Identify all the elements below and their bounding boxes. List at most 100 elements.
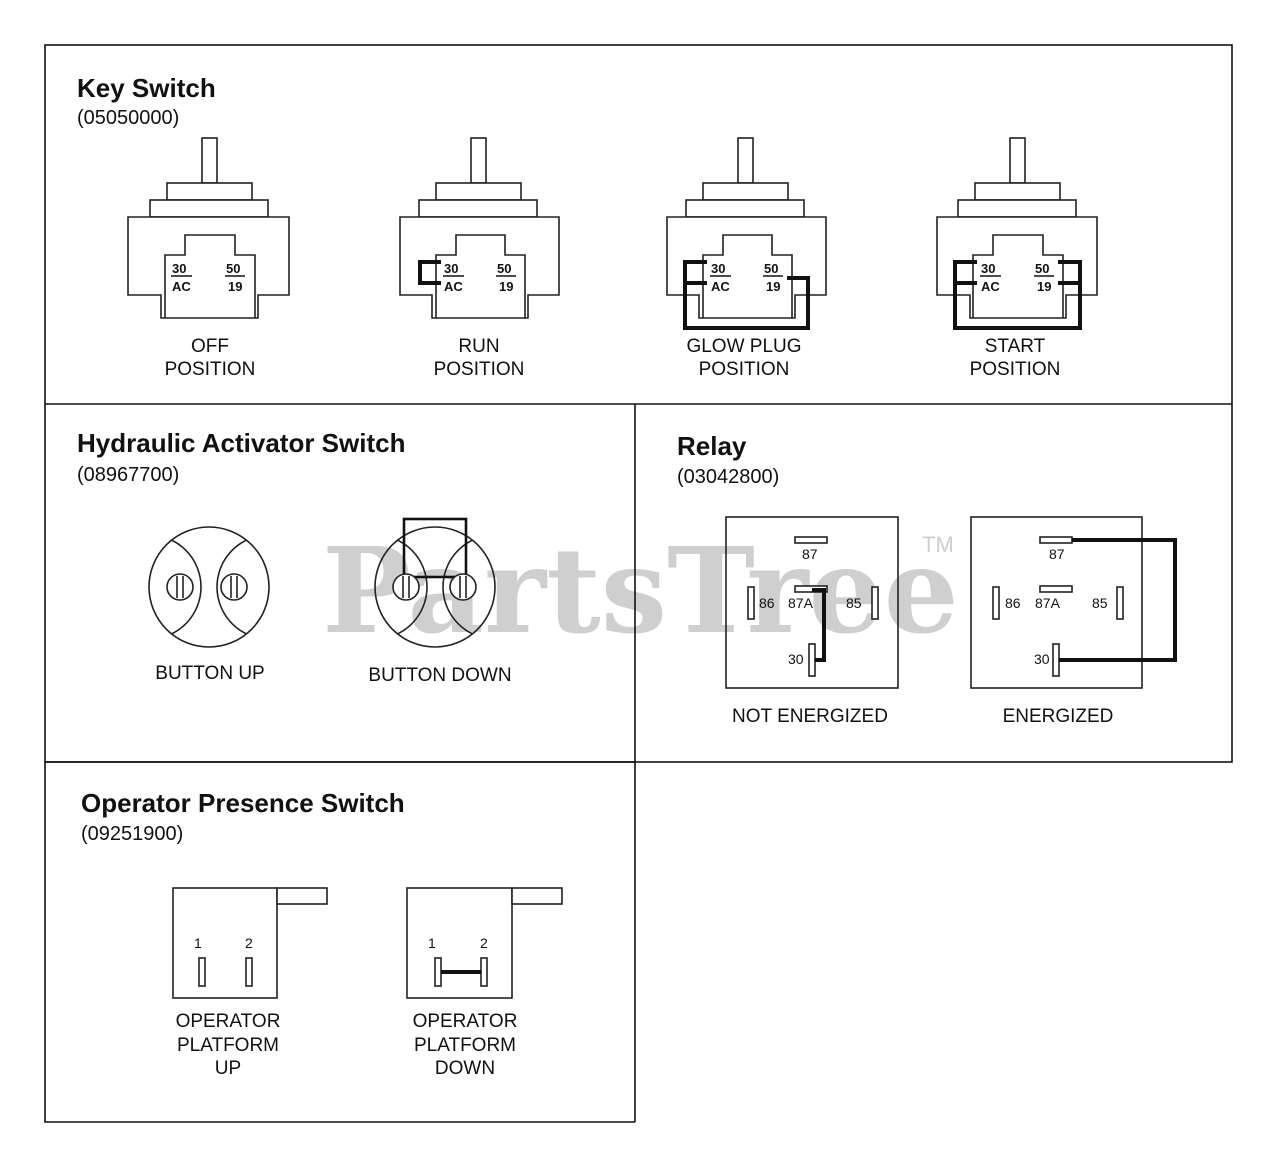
svg-text:85: 85 <box>1092 595 1108 611</box>
svg-text:1: 1 <box>428 935 436 951</box>
relay-energized-pin-30 <box>1052 643 1060 677</box>
hydraulic-switch-part-number: (08967700) <box>77 464 179 486</box>
svg-text:30: 30 <box>444 261 458 276</box>
relay-energized-pin-86 <box>992 586 1000 620</box>
operator-up-pin-2 <box>245 957 253 987</box>
svg-text:1: 1 <box>194 935 202 951</box>
svg-text:30: 30 <box>711 261 725 276</box>
hydraulic-switch-button-up: BUTTON UP <box>148 526 270 684</box>
key-switch-glow-plug-terminals: 30 AC 50 19 <box>710 261 783 294</box>
relay-section: Relay (03042800) 87 86 87A 85 30 NOT ENE… <box>677 431 1177 727</box>
relay-title: Relay <box>677 431 747 461</box>
operator-switch-part-number: (09251900) <box>81 823 183 845</box>
hydraulic-switch-jumper <box>402 517 468 579</box>
hydraulic-switch-title: Hydraulic Activator Switch <box>77 428 405 458</box>
watermark-text: PartsTree <box>322 521 959 660</box>
svg-text:50: 50 <box>226 261 240 276</box>
svg-text:AC: AC <box>981 279 1000 294</box>
svg-text:50: 50 <box>1035 261 1049 276</box>
svg-text:87: 87 <box>802 546 818 562</box>
key-switch-off-caption-1: OFF <box>191 336 229 357</box>
svg-text:86: 86 <box>1005 595 1021 611</box>
key-switch-off-terminals: 30 AC 50 19 <box>171 261 245 294</box>
svg-text:AC: AC <box>444 279 463 294</box>
key-switch-run-caption-1: RUN <box>458 336 499 357</box>
panel-borders <box>44 44 1233 1123</box>
operator-down-caption-3: DOWN <box>435 1058 495 1079</box>
svg-text:19: 19 <box>1037 279 1051 294</box>
operator-up-caption-3: UP <box>215 1058 241 1079</box>
svg-text:AC: AC <box>711 279 730 294</box>
key-switch-start: 30 AC 50 19 START POSITION <box>936 137 1098 380</box>
key-switch-run-caption-2: POSITION <box>434 359 525 380</box>
svg-text:30: 30 <box>981 261 995 276</box>
operator-up-caption-1: OPERATOR <box>176 1011 281 1032</box>
svg-text:86: 86 <box>759 595 775 611</box>
key-switch-title: Key Switch <box>77 73 216 103</box>
operator-down-pin-2 <box>480 957 488 987</box>
relay-caption-energized: ENERGIZED <box>1003 706 1114 727</box>
key-switch-glow-plug: 30 AC 50 19 GLOW PLUG POSITION <box>666 137 827 380</box>
svg-text:30: 30 <box>1034 651 1050 667</box>
key-switch-run-contact <box>418 260 441 285</box>
relay-energized: 87 86 87A 85 30 ENERGIZED <box>970 516 1177 727</box>
operator-down-caption-1: OPERATOR <box>413 1011 518 1032</box>
key-switch-section: Key Switch (05050000) 30 AC 50 19 OFF PO… <box>77 73 1098 380</box>
key-switch-start-contact <box>953 260 1082 330</box>
operator-up-caption-2: PLATFORM <box>177 1035 279 1056</box>
key-switch-run-terminals: 30 AC 50 19 <box>443 261 516 294</box>
svg-text:50: 50 <box>764 261 778 276</box>
svg-text:30: 30 <box>788 651 804 667</box>
hydraulic-switch-caption-down: BUTTON DOWN <box>368 665 511 686</box>
svg-text:87A: 87A <box>788 595 814 611</box>
key-switch-part-number: (05050000) <box>77 107 179 129</box>
relay-not-energized-contact <box>812 588 826 662</box>
operator-switch-title: Operator Presence Switch <box>81 788 405 818</box>
operator-switch-section: Operator Presence Switch (09251900) 1 2 … <box>81 788 563 1079</box>
key-switch-start-caption-1: START <box>985 336 1046 357</box>
key-switch-glow-plug-contact <box>683 260 810 330</box>
relay-caption-not-energized: NOT ENERGIZED <box>732 706 888 727</box>
operator-up-pin-1 <box>198 957 206 987</box>
operator-down-caption-2: PLATFORM <box>414 1035 516 1056</box>
operator-switch-platform-up: 1 2 OPERATOR PLATFORM UP <box>172 887 328 1079</box>
watermark: PartsTree TM <box>322 521 959 660</box>
relay-pin-85 <box>871 586 879 620</box>
svg-text:19: 19 <box>499 279 513 294</box>
svg-text:2: 2 <box>245 935 253 951</box>
svg-text:87A: 87A <box>1035 595 1061 611</box>
svg-text:19: 19 <box>228 279 242 294</box>
key-switch-off-caption-2: POSITION <box>165 359 256 380</box>
relay-not-energized: 87 86 87A 85 30 NOT ENERGIZED <box>725 516 899 727</box>
svg-text:19: 19 <box>766 279 780 294</box>
relay-energized-pin-85 <box>1116 586 1124 620</box>
key-switch-glow-plug-caption-1: GLOW PLUG <box>686 336 801 357</box>
relay-pin-86 <box>747 586 755 620</box>
relay-pin-87 <box>794 536 828 544</box>
hydraulic-switch-button-down: BUTTON DOWN <box>368 517 512 686</box>
relay-pin-87a <box>794 585 828 593</box>
operator-panel-frame <box>44 762 635 1123</box>
relay-pin-30 <box>808 643 816 677</box>
key-switch-off: 30 AC 50 19 OFF POSITION <box>127 137 290 380</box>
operator-switch-platform-down: 1 2 OPERATOR PLATFORM DOWN <box>406 887 563 1079</box>
key-switch-start-caption-2: POSITION <box>970 359 1061 380</box>
operator-down-pin-1 <box>434 957 442 987</box>
svg-text:30: 30 <box>172 261 186 276</box>
watermark-trademark: TM <box>922 532 954 557</box>
key-switch-start-terminals: 30 AC 50 19 <box>980 261 1054 294</box>
svg-text:2: 2 <box>480 935 488 951</box>
hydraulic-switch-caption-up: BUTTON UP <box>155 663 264 684</box>
relay-energized-pin-87a <box>1039 585 1073 593</box>
relay-energized-pin-87 <box>1039 536 1073 544</box>
svg-text:87: 87 <box>1049 546 1065 562</box>
svg-text:AC: AC <box>172 279 191 294</box>
hydraulic-switch-section: Hydraulic Activator Switch (08967700) BU… <box>77 428 512 686</box>
relay-part-number: (03042800) <box>677 466 779 488</box>
key-switch-glow-plug-caption-2: POSITION <box>699 359 790 380</box>
key-switch-run: 30 AC 50 19 RUN POSITION <box>399 137 560 380</box>
svg-text:50: 50 <box>497 261 511 276</box>
svg-text:85: 85 <box>846 595 862 611</box>
